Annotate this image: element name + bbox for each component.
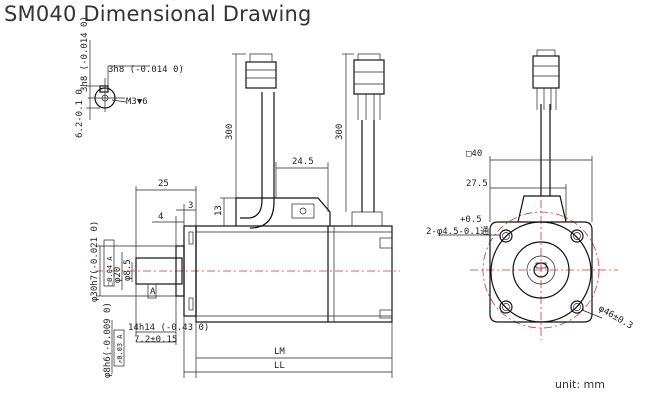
flange-to-shaft-label: 25 xyxy=(158,179,169,189)
cable-1 xyxy=(240,92,263,219)
mounting-holes xyxy=(499,229,584,314)
square-label: □40 xyxy=(466,149,482,159)
shaft-dia-label: φ8h6(-0.009 0) xyxy=(103,302,113,378)
front-connector-plug xyxy=(532,55,560,89)
key-width-label: 3h8 (-0.014 0) xyxy=(108,65,184,75)
shaft-body xyxy=(135,257,183,285)
connector-plug-2 xyxy=(353,59,385,95)
shaft-dia-20-label: φ20 xyxy=(113,267,123,283)
cable-length-2: 300 xyxy=(335,124,345,140)
front-view: □40 27.5 +0.5 2-φ4.5-0.1通 φ46±0.3 xyxy=(426,49,635,340)
key-section xyxy=(99,85,109,93)
page-title: SM040 Dimensional Drawing xyxy=(4,2,312,26)
dim-3-label: 3 xyxy=(188,201,193,211)
dim-13-label: 13 xyxy=(214,205,224,216)
shaft-detail: 3h8 (-0.014 0) 3h8 (-0.014 0) M3▼6 6.2-0… xyxy=(75,16,184,138)
unit-label: unit: mm xyxy=(555,378,605,391)
datum-box xyxy=(147,283,157,299)
datum-label: A xyxy=(150,287,156,297)
pilot-dia-label: φ30h7(-0.021 0) xyxy=(90,221,100,302)
dim-4-label: 4 xyxy=(158,212,163,222)
flange-circle xyxy=(490,221,592,323)
key-pos-label: 7.2±0.15 xyxy=(134,335,177,345)
dim-275-label: 27.5 xyxy=(466,179,488,189)
connector-offset-label: 24.5 xyxy=(292,157,314,167)
hole-spec-label: 2-φ4.5-0.1通 xyxy=(426,226,489,237)
motor-body xyxy=(195,225,393,323)
shaft-dia-85-label: φ8.5 xyxy=(123,259,133,281)
shaft-flat-label: 6.2-0.1 0 xyxy=(75,89,85,138)
hole-tol-label: +0.5 xyxy=(460,215,482,225)
runout-frame: ↗0.03 A xyxy=(116,334,124,364)
connector-plug-1 xyxy=(245,61,277,89)
square-flange xyxy=(489,221,593,323)
thread-label: M3▼6 xyxy=(126,97,148,107)
side-view: A xyxy=(90,53,400,378)
pilot-circle xyxy=(512,241,570,299)
key-height-label: 3h8 (-0.014 0) xyxy=(80,16,90,92)
lm-label: LM xyxy=(274,347,285,357)
connector-housing xyxy=(235,197,331,226)
pcd-circle xyxy=(482,211,600,329)
encoder-connector-base xyxy=(351,211,383,227)
pilot-tol-frame: □0.04 A xyxy=(106,256,114,286)
front-connector xyxy=(517,195,567,223)
pcd-label: φ46±0.3 xyxy=(597,304,635,332)
ll-label: LL xyxy=(274,361,285,371)
key-length-label: 14h14 (-0.43 0) xyxy=(128,323,209,333)
cable-length-1: 300 xyxy=(225,124,235,140)
